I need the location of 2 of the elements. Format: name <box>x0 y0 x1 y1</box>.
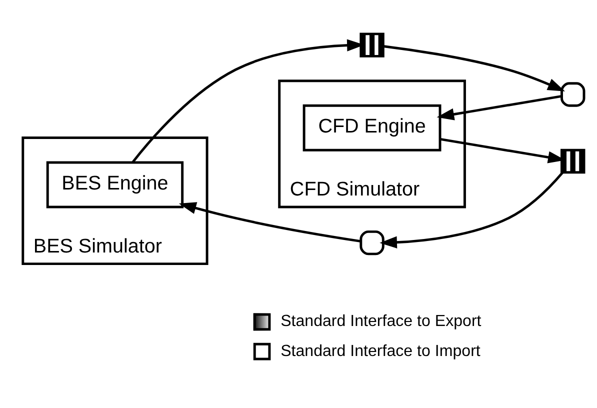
legend-label: Standard Interface to Export <box>280 312 482 330</box>
legend-label: Standard Interface to Import <box>280 341 480 360</box>
